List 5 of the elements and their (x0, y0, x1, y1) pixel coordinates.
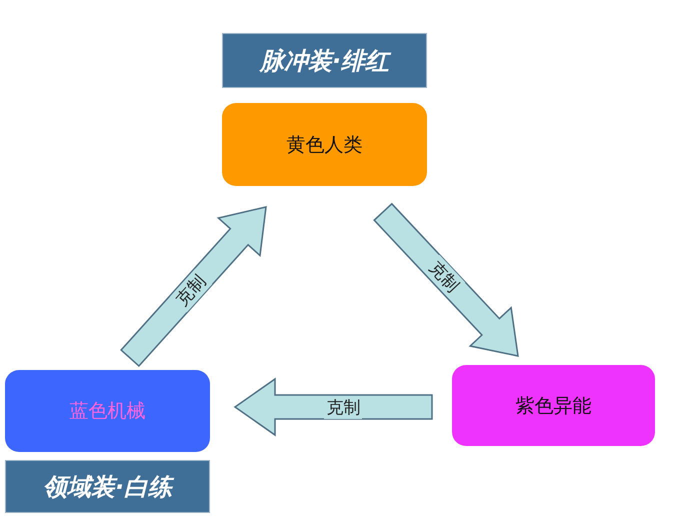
name-banner: 脉冲装·绯红 (222, 33, 427, 88)
name-banner: 领域装·白练 (5, 460, 210, 513)
category-box: 紫色异能 (452, 365, 655, 446)
category-box: 黄色人类 (222, 103, 427, 186)
category-box: 蓝色机械 (5, 370, 210, 452)
